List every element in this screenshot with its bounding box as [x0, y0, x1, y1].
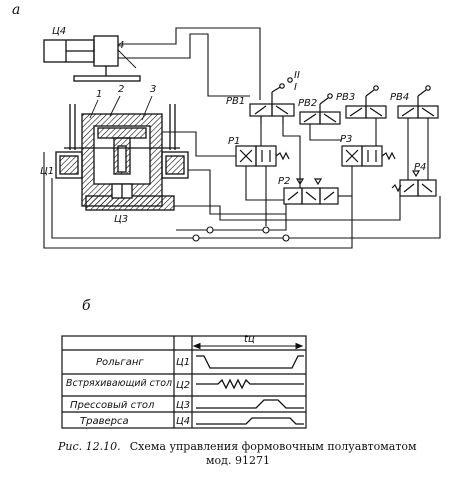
valve-rv4: [397, 85, 439, 119]
plate-4: [73, 75, 141, 82]
label-c4: Ц4: [52, 26, 66, 37]
cycle-table: [61, 335, 307, 429]
label-c1: Ц1: [40, 166, 54, 177]
label-rv1: РВ1: [226, 96, 245, 107]
cycle-time-axis: [192, 342, 304, 350]
label-p1: Р1: [228, 136, 240, 147]
row-name-1: Встряхивающий стол: [66, 378, 173, 389]
caption-line-2: мод. 91271: [206, 454, 270, 467]
air-lines: [43, 27, 441, 249]
guide-posts: [69, 104, 176, 150]
caption-figure: Рис. 12.10.: [57, 440, 121, 453]
label-c3: Ц3: [114, 214, 128, 225]
distributor-p3: [341, 145, 396, 167]
cycle-time-label: tц: [244, 334, 255, 345]
caption-text: Схема управления формовочным полуавтомат…: [130, 440, 417, 453]
label-4: 4: [118, 40, 124, 51]
label-pos1: I: [294, 82, 297, 93]
row-code-3: Ц4: [176, 416, 190, 427]
distributor-p4: [391, 170, 437, 197]
cylinder-c1: [55, 147, 189, 179]
press-machine-body: [81, 113, 175, 211]
caption-line-1: Рис. 12.10. Схема управления формовочным…: [57, 435, 417, 454]
label-rv2: РВ2: [298, 98, 317, 109]
row-code-0: Ц1: [176, 357, 190, 368]
valve-rv1: [249, 77, 295, 124]
label-p3: Р3: [340, 134, 352, 145]
panel-b-label: б: [82, 298, 91, 314]
label-rv3: РВ3: [336, 92, 355, 103]
row-code-2: Ц3: [176, 400, 190, 411]
label-3: 3: [150, 84, 156, 95]
distributor-p2: [283, 178, 339, 205]
label-p2: Р2: [278, 176, 290, 187]
row-code-1: Ц2: [176, 380, 190, 391]
label-pos2: II: [294, 70, 300, 81]
label-1: 1: [96, 89, 102, 100]
cylinder-c4: [43, 35, 119, 76]
row-name-2: Прессовый стол: [70, 400, 155, 411]
label-rv4: РВ4: [390, 92, 409, 103]
distributor-p1: [235, 145, 290, 167]
label-p4: Р4: [414, 162, 426, 173]
line-crossovers: [192, 226, 290, 242]
timing-traces: [196, 355, 304, 425]
row-name-3: Траверса: [80, 416, 129, 427]
row-name-0: Рольганг: [96, 357, 144, 368]
label-2: 2: [118, 84, 124, 95]
panel-a-label: а: [12, 2, 20, 18]
